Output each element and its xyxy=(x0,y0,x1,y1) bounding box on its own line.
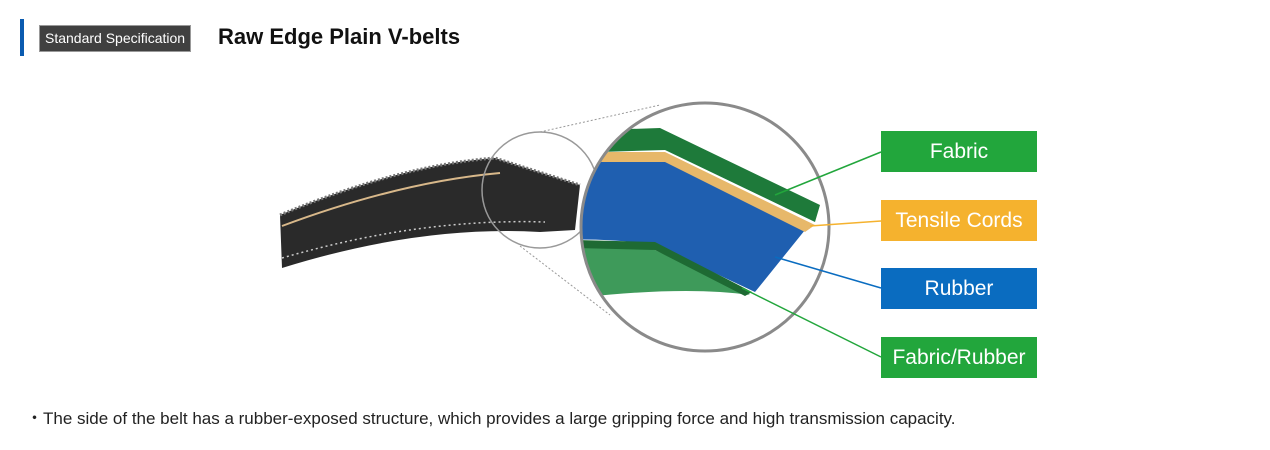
large-zoom-circle xyxy=(579,101,831,353)
label-fabric: Fabric xyxy=(881,131,1037,172)
zoom-guide-bottom xyxy=(519,245,611,316)
label-fabric-rubber: Fabric/Rubber xyxy=(881,337,1037,378)
leader-rubber xyxy=(774,256,882,289)
page-title: Raw Edge Plain V-belts xyxy=(218,24,461,49)
cross-section-detail xyxy=(581,103,829,351)
zoom-guide-top xyxy=(539,104,661,133)
leader-tensile-cords xyxy=(809,220,882,227)
belt-image xyxy=(279,156,581,268)
leader-fabric xyxy=(774,151,882,196)
leader-fabric-rubber xyxy=(741,287,882,358)
description-note: ・The side of the belt has a rubber-expos… xyxy=(26,409,956,428)
label-rubber: Rubber xyxy=(881,268,1037,309)
spec-badge: Standard Specification xyxy=(39,25,192,52)
accent-bar xyxy=(20,19,24,56)
label-tensile-cords: Tensile Cords xyxy=(881,200,1037,241)
